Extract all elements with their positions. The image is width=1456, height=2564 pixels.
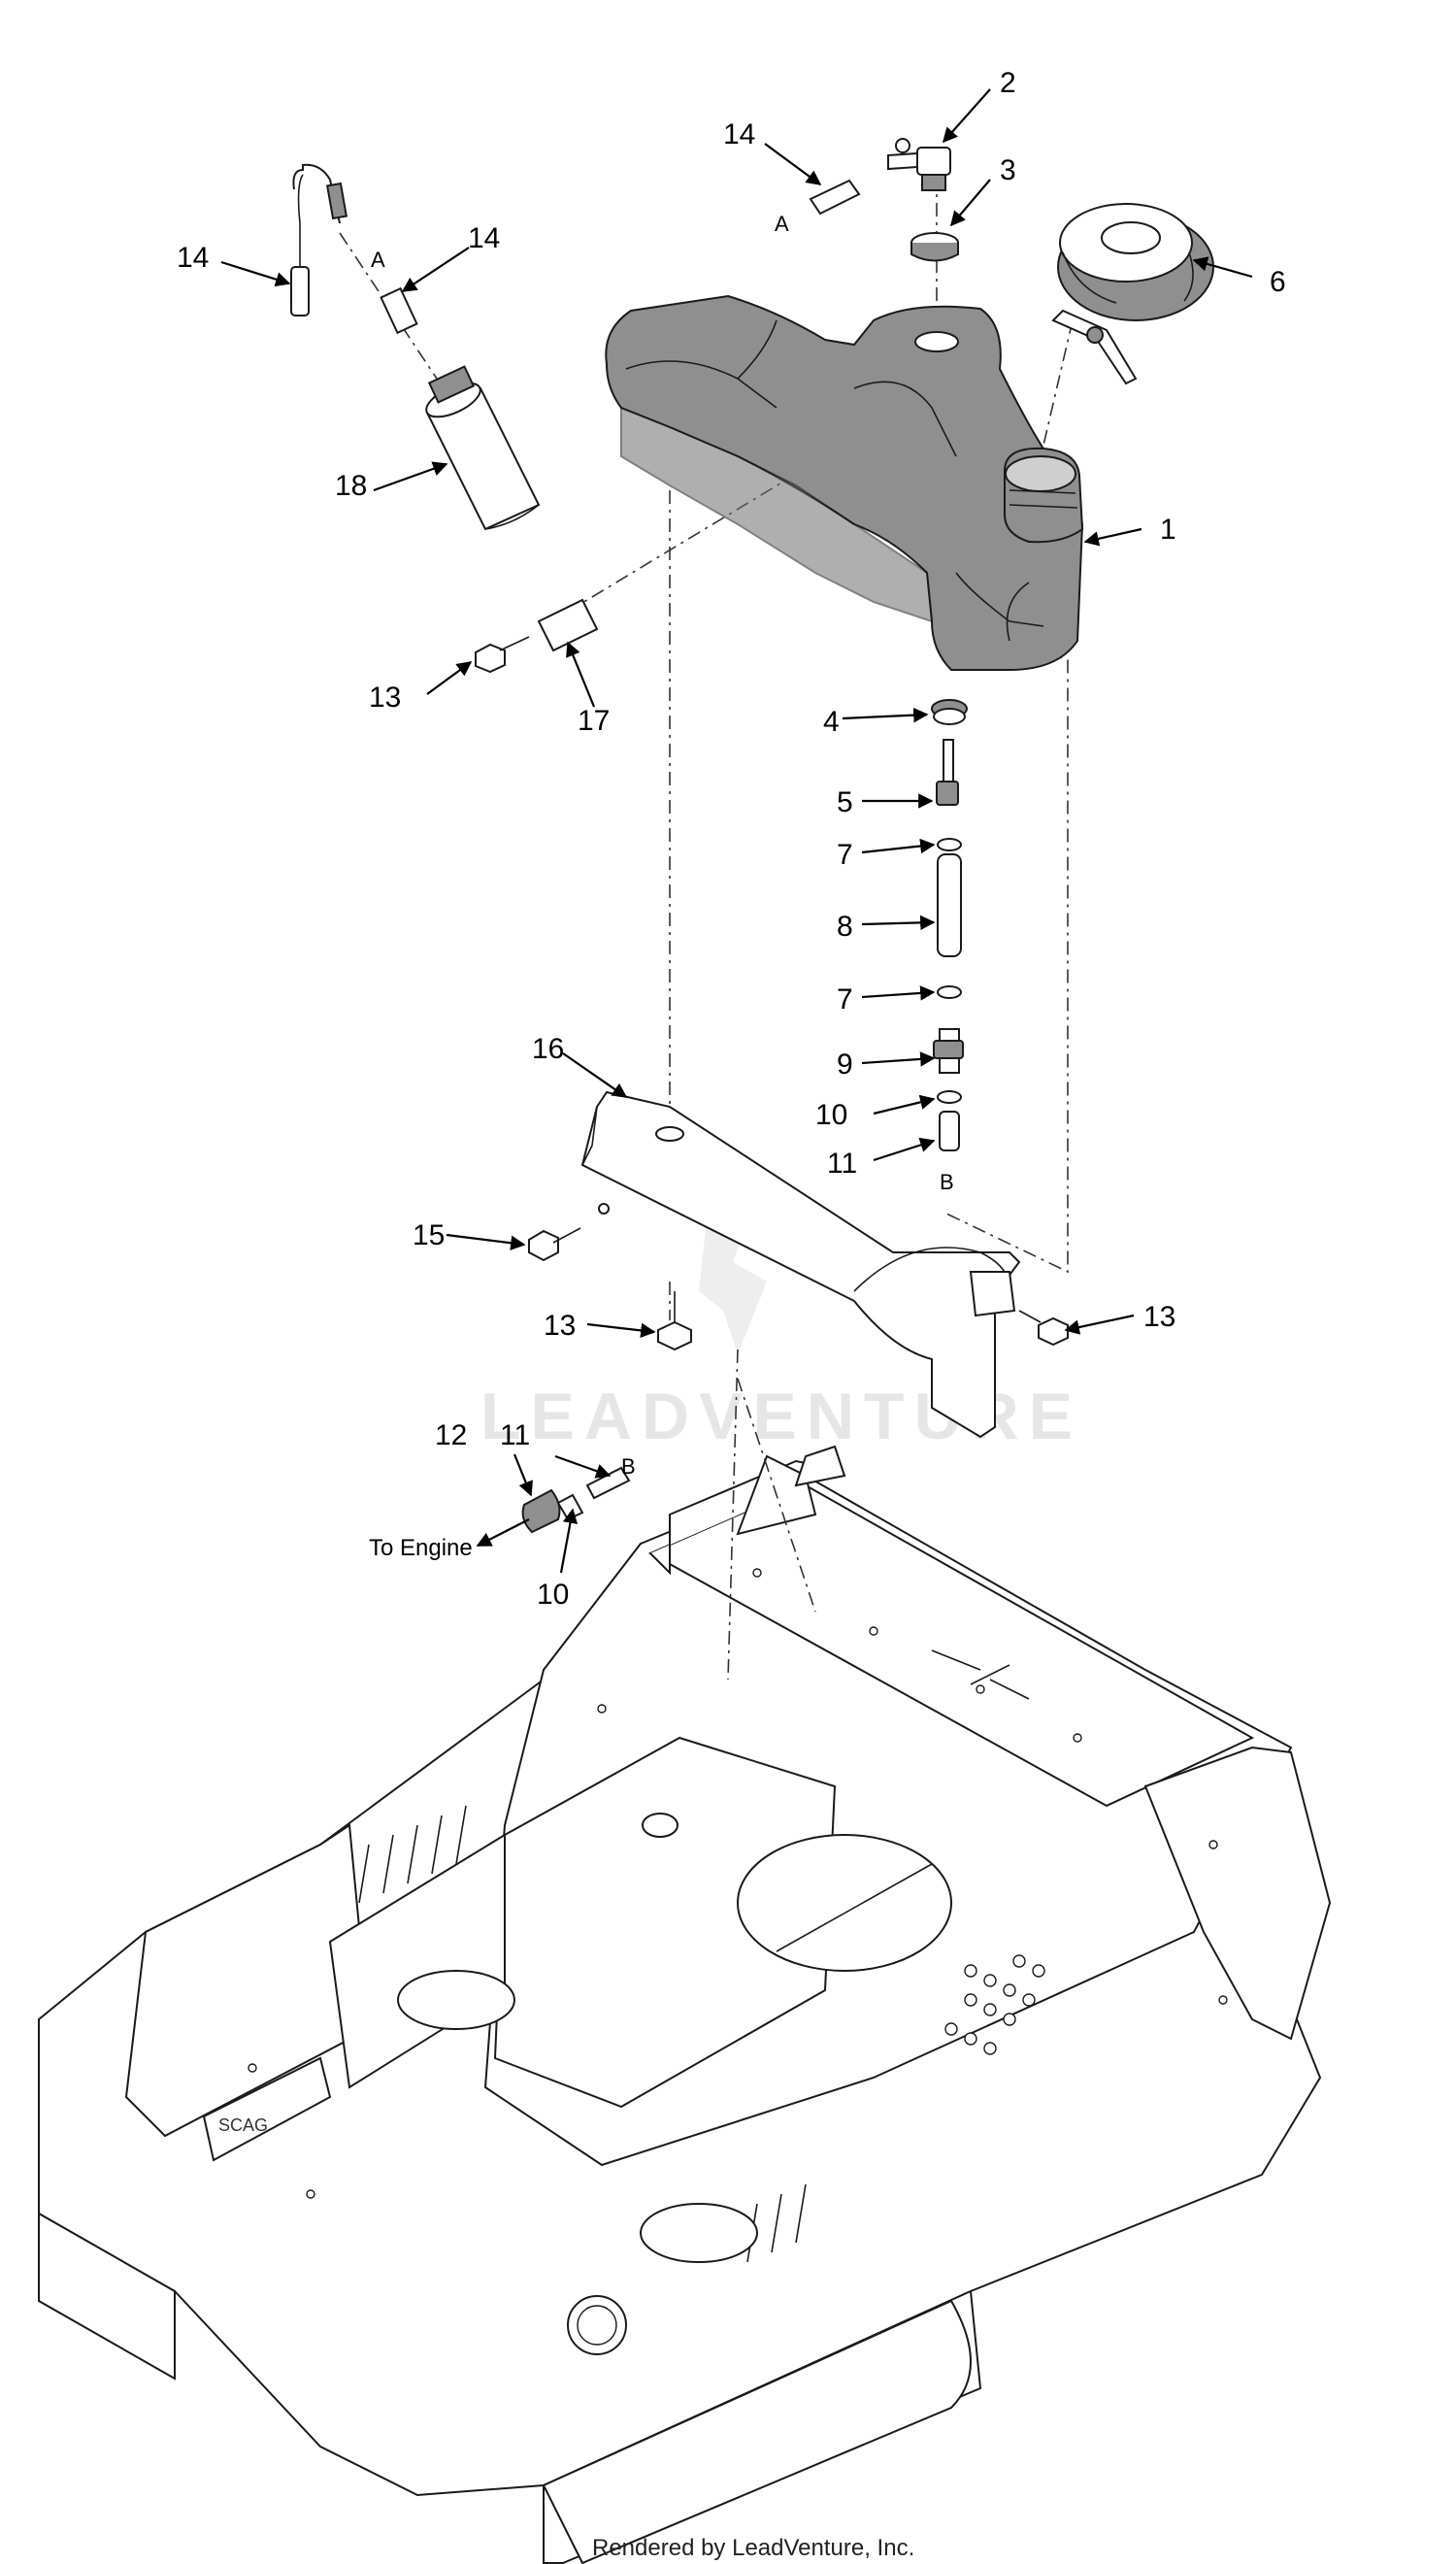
hose-top: [809, 179, 861, 216]
callout-4: 4: [823, 706, 840, 738]
callout-8: 8: [837, 911, 853, 943]
callout-11-upper: 11: [827, 1148, 857, 1180]
hose-left: [290, 163, 418, 335]
callout-15: 15: [413, 1219, 445, 1251]
to-engine-label: To Engine: [369, 1535, 473, 1561]
callout-13-filter: 13: [369, 682, 401, 714]
footer-credit: Rendered by LeadVenture, Inc.: [592, 2535, 914, 2561]
callout-10-upper: 10: [815, 1099, 847, 1131]
callout-6: 6: [1270, 266, 1286, 298]
callout-9: 9: [837, 1049, 853, 1081]
callout-18: 18: [335, 470, 367, 502]
bolt-filter: [475, 636, 530, 674]
callout-5: 5: [837, 786, 853, 818]
engine-filter-assembly: [521, 1466, 631, 1534]
callout-12: 12: [435, 1419, 467, 1451]
callout-17: 17: [578, 705, 610, 737]
fuel-fitting: [887, 138, 951, 191]
fuel-filter: [425, 365, 541, 531]
bolt-13-right: [1018, 1310, 1069, 1347]
filter-clip: [537, 598, 599, 652]
ref-a-filter: A: [371, 248, 385, 272]
callout-13-bracket-left: 13: [544, 1310, 576, 1342]
callout-1: 1: [1160, 514, 1176, 546]
tank-bracket: [580, 1090, 1021, 1439]
callout-16: 16: [532, 1033, 564, 1065]
reference-letters: A A B B: [371, 212, 954, 1479]
fuel-cap: [1051, 203, 1214, 385]
callout-14-left: 14: [177, 242, 209, 274]
callout-14-filter: 14: [468, 222, 500, 254]
bolt-15: [528, 1227, 581, 1262]
ref-b-line: B: [940, 1170, 954, 1194]
callout-11-lower: 11: [500, 1419, 530, 1451]
mower-frame: SCAG: [38, 1445, 1332, 2564]
callout-7-lower: 7: [837, 983, 853, 1016]
fuel-tank: [605, 294, 1084, 671]
grommet-top: [910, 232, 959, 262]
callout-14-top: 14: [723, 118, 755, 150]
callout-13-bracket-right: 13: [1143, 1301, 1175, 1333]
ref-b-engine: B: [621, 1454, 636, 1479]
callout-numbers: 1 2 3 4 5 6 7 8 7 9 10 11 16 15 13 13 13…: [177, 67, 1286, 1611]
callout-7-upper: 7: [837, 839, 853, 871]
callout-10-lower: 10: [537, 1579, 569, 1611]
ref-a-top: A: [775, 212, 789, 236]
bolt-13-left: [657, 1291, 692, 1351]
callout-3: 3: [1000, 154, 1016, 186]
alignment-lines: [339, 175, 1074, 1681]
svg-text:SCAG: SCAG: [218, 2115, 268, 2135]
leader-arrows: [220, 88, 1253, 1574]
callout-2: 2: [1000, 67, 1016, 99]
fuel-line-stack: [931, 699, 968, 1151]
